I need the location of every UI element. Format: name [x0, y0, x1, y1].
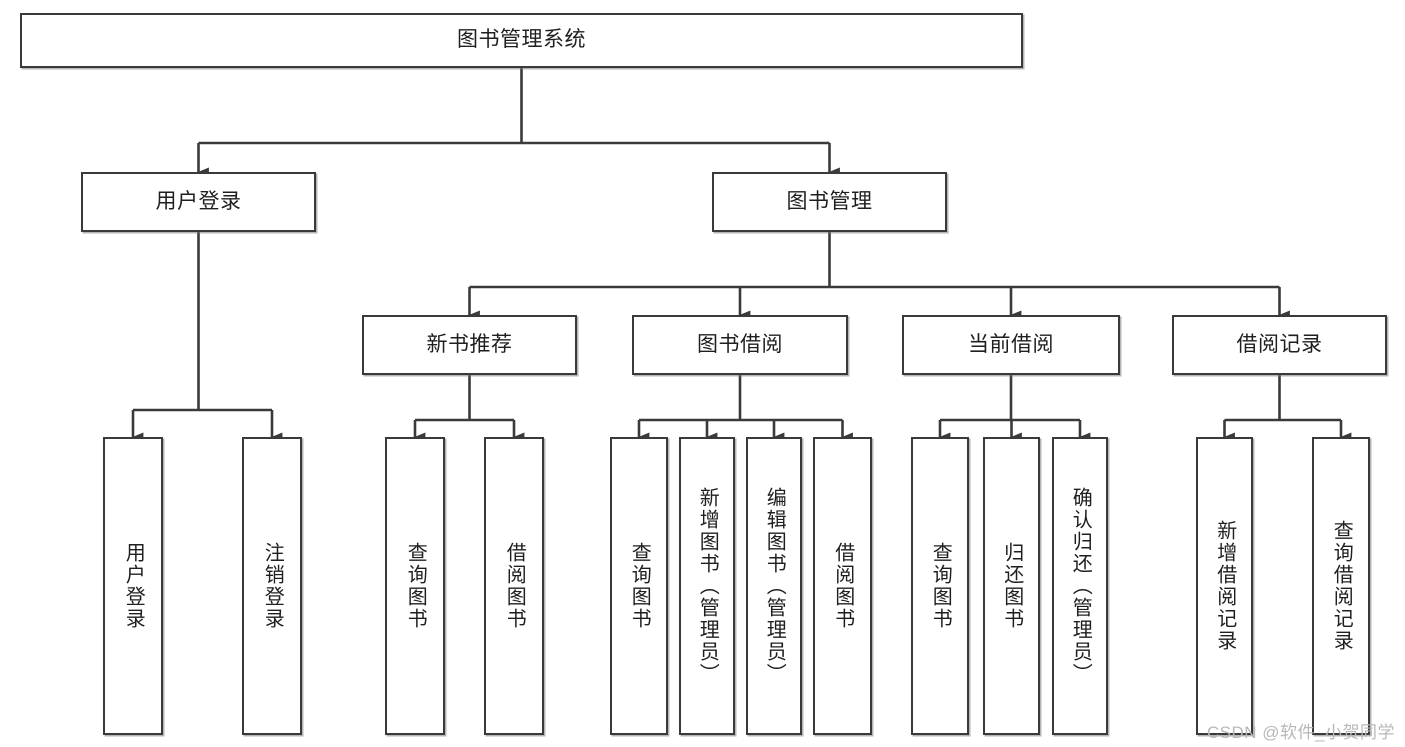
node-label: 确认归还（管理员）: [1069, 487, 1092, 685]
node-leaf9[interactable]: 查询图书: [911, 437, 969, 735]
node-label: 查询图书: [628, 542, 651, 630]
node-l1a[interactable]: 用户登录: [81, 172, 316, 232]
node-leaf10[interactable]: 归还图书: [983, 437, 1040, 735]
node-leaf13[interactable]: 查询借阅记录: [1312, 437, 1370, 735]
node-leaf7[interactable]: 编辑图书（管理员）: [746, 437, 802, 735]
node-l2b[interactable]: 图书借阅: [632, 315, 848, 375]
node-leaf3[interactable]: 查询图书: [385, 437, 445, 735]
node-label: 编辑图书（管理员）: [763, 487, 786, 685]
node-label: 图书借阅: [697, 332, 783, 356]
node-leaf8[interactable]: 借阅图书: [813, 437, 872, 735]
node-leaf12[interactable]: 新增借阅记录: [1196, 437, 1253, 735]
node-label: 借阅记录: [1236, 332, 1323, 356]
node-leaf11[interactable]: 确认归还（管理员）: [1052, 437, 1108, 735]
edge-layer: [131, 68, 1352, 442]
node-label: 查询借阅记录: [1330, 520, 1353, 652]
node-root[interactable]: 图书管理系统: [20, 13, 1023, 68]
node-l2a[interactable]: 新书推荐: [362, 315, 577, 375]
node-label: 图书管理系统: [457, 28, 586, 52]
node-label: 查询图书: [929, 542, 952, 630]
node-label: 借阅图书: [831, 542, 854, 630]
node-label: 借阅图书: [503, 542, 526, 630]
node-label: 查询图书: [404, 542, 427, 630]
node-leaf1[interactable]: 用户登录: [103, 437, 163, 735]
node-leaf5[interactable]: 查询图书: [610, 437, 668, 735]
node-label: 当前借阅: [968, 332, 1054, 356]
node-leaf6[interactable]: 新增图书（管理员）: [679, 437, 735, 735]
node-l2c[interactable]: 当前借阅: [902, 315, 1120, 375]
node-label: 归还图书: [1000, 542, 1023, 630]
node-label: 新增借阅记录: [1213, 520, 1236, 652]
node-label: 用户登录: [122, 542, 145, 630]
node-label: 图书管理: [786, 189, 873, 213]
node-label: 注销登录: [261, 542, 284, 630]
node-leaf4[interactable]: 借阅图书: [484, 437, 544, 735]
node-leaf2[interactable]: 注销登录: [242, 437, 302, 735]
node-label: 用户登录: [155, 189, 242, 213]
node-label: 新增图书（管理员）: [696, 487, 719, 685]
node-l2d[interactable]: 借阅记录: [1172, 315, 1387, 375]
node-label: 新书推荐: [426, 332, 513, 356]
node-l1b[interactable]: 图书管理: [712, 172, 947, 232]
